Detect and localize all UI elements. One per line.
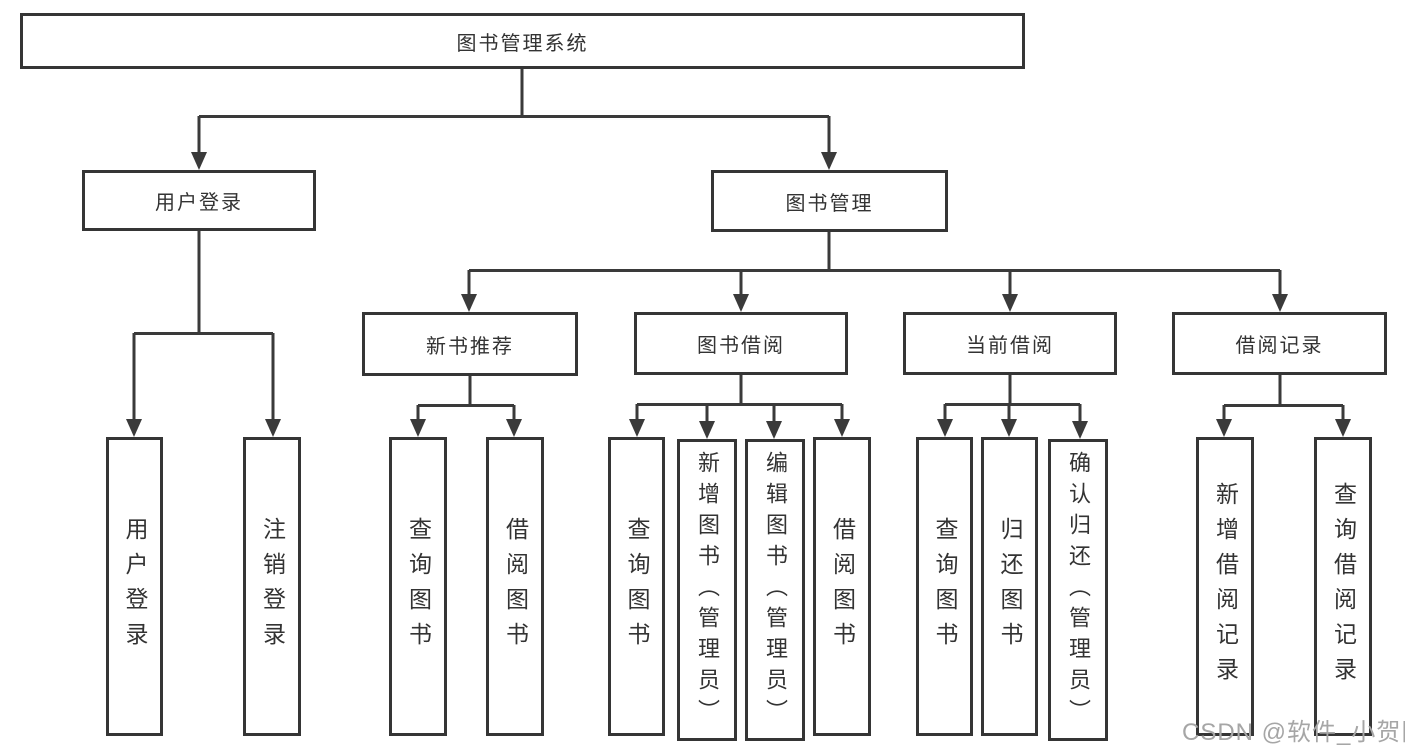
leaf-logout-label: 注销登录 [259, 516, 286, 657]
csdn-watermark: CSDN @软件_小贺同学 [1182, 719, 1405, 746]
leaf-user-login-label: 用户登录 [122, 516, 148, 657]
node-new-book-recommend: 新书推荐 [362, 312, 578, 376]
leaf-query-book-3-label: 查询图书 [932, 516, 958, 657]
node-root-label: 图书管理系统 [456, 32, 589, 55]
leaf-borrow-book-1-label: 借阅图书 [502, 516, 529, 657]
node-book-mgmt: 图书管理 [711, 170, 948, 232]
connector-book-mgmt-to-level2 [461, 232, 1288, 312]
leaf-confirm-return-admin: 确认归还（管理员） [1048, 439, 1108, 741]
connector-current-borrow-to-leaves [937, 375, 1088, 439]
connector-book-borrow-to-leaves [629, 375, 850, 439]
node-root: 图书管理系统 [20, 13, 1025, 69]
leaf-borrow-book-2: 借阅图书 [813, 437, 871, 736]
node-book-mgmt-label: 图书管理 [785, 192, 874, 215]
node-user-login: 用户登录 [82, 170, 316, 231]
leaf-add-borrow-record-label: 新增借阅记录 [1212, 481, 1239, 692]
node-current-borrow: 当前借阅 [903, 312, 1117, 375]
leaf-add-book-admin: 新增图书（管理员） [677, 439, 737, 741]
connector-user-login-to-leaves [126, 231, 281, 437]
leaf-query-borrow-record: 查询借阅记录 [1314, 437, 1372, 736]
connector-new-book-rec-to-leaves [410, 376, 522, 437]
node-current-borrow-label: 当前借阅 [966, 335, 1054, 357]
leaf-user-login: 用户登录 [106, 437, 163, 736]
connector-root-to-level1 [191, 69, 837, 170]
node-new-book-recommend-label: 新书推荐 [426, 335, 514, 358]
leaf-borrow-book-1: 借阅图书 [486, 437, 544, 736]
node-borrow-records: 借阅记录 [1172, 312, 1387, 375]
leaf-edit-book-admin-label: 编辑图书（管理员） [763, 450, 788, 730]
leaf-return-book: 归还图书 [981, 437, 1038, 736]
leaf-query-book-1: 查询图书 [389, 437, 447, 736]
leaf-logout: 注销登录 [243, 437, 301, 736]
leaf-query-book-2: 查询图书 [608, 437, 665, 736]
leaf-add-book-admin-label: 新增图书（管理员） [695, 450, 720, 730]
leaf-query-book-2-label: 查询图书 [624, 516, 650, 657]
node-user-login-label: 用户登录 [155, 192, 243, 214]
leaf-query-book-1-label: 查询图书 [405, 516, 432, 657]
leaf-add-borrow-record: 新增借阅记录 [1196, 437, 1254, 736]
node-book-borrow: 图书借阅 [634, 312, 848, 375]
leaf-query-borrow-record-label: 查询借阅记录 [1330, 481, 1357, 692]
leaf-query-book-3: 查询图书 [916, 437, 973, 736]
leaf-edit-book-admin: 编辑图书（管理员） [745, 439, 805, 741]
connector-borrow-records-to-leaves [1216, 375, 1351, 437]
leaf-confirm-return-admin-label: 确认归还（管理员） [1066, 450, 1091, 730]
node-borrow-records-label: 借阅记录 [1235, 335, 1324, 357]
leaf-borrow-book-2-label: 借阅图书 [829, 516, 856, 657]
node-book-borrow-label: 图书借阅 [697, 335, 785, 357]
leaf-return-book-label: 归还图书 [997, 516, 1023, 657]
